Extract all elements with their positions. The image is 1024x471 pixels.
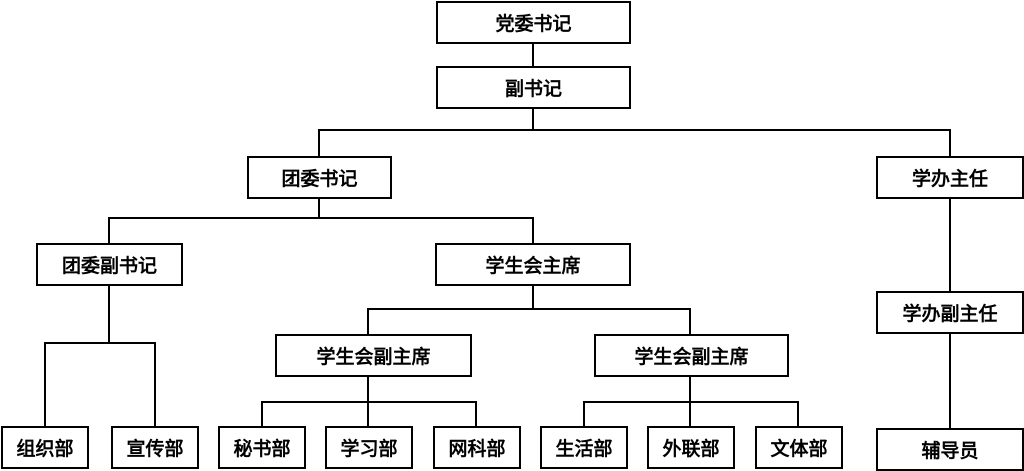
node-union-vice-president-2: 学生会副主席 — [594, 334, 789, 377]
node-deputy-secretary: 副书记 — [436, 66, 631, 109]
node-culture-sports-dept: 文体部 — [755, 426, 843, 469]
node-external-relations-dept: 外联部 — [647, 426, 735, 469]
node-publicity-dept: 宣传部 — [111, 426, 199, 469]
node-league-deputy-secretary: 团委副书记 — [36, 243, 183, 286]
node-organization-dept: 组织部 — [1, 426, 89, 469]
node-secretariat-dept: 秘书部 — [218, 426, 306, 469]
node-network-tech-dept: 网科部 — [433, 426, 521, 469]
node-student-affairs-deputy-director: 学办副主任 — [876, 291, 1024, 334]
node-party-secretary: 党委书记 — [436, 1, 631, 44]
node-union-vice-president-1: 学生会副主席 — [275, 334, 472, 377]
node-counselor: 辅导员 — [876, 428, 1024, 471]
node-study-dept: 学习部 — [325, 426, 413, 469]
node-league-secretary: 团委书记 — [247, 156, 392, 199]
node-life-dept: 生活部 — [540, 426, 628, 469]
node-union-president: 学生会主席 — [435, 243, 631, 286]
node-student-affairs-director: 学办主任 — [876, 156, 1024, 199]
